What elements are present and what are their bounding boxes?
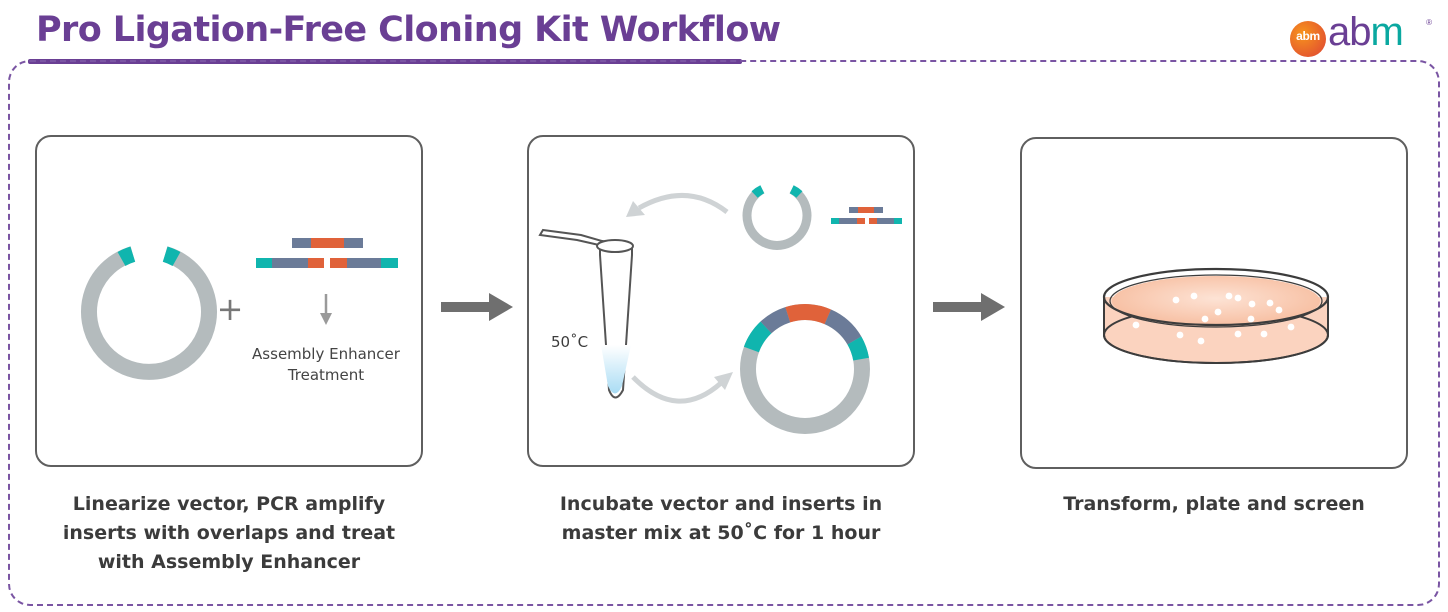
logo-badge-text: abm bbox=[1296, 29, 1320, 43]
enhancer-label-line-2: Treatment bbox=[287, 366, 364, 384]
abm-logo: abm abm ® bbox=[1290, 12, 1432, 58]
step-1-panel: + Assembly Enhancer Treatment bbox=[35, 135, 423, 467]
logo-badge-icon bbox=[1290, 21, 1326, 57]
logo-registered-mark: ® bbox=[1426, 18, 1432, 27]
curved-arrow-bottom-icon bbox=[631, 372, 733, 404]
step-2-caption: Incubate vector and inserts in master mi… bbox=[559, 493, 883, 544]
step-3-panel bbox=[1020, 137, 1408, 469]
bacterial-colonies-icon bbox=[1132, 292, 1295, 345]
page-title: Pro Ligation-Free Cloning Kit Workflow bbox=[36, 10, 781, 50]
linear-vector-icon bbox=[81, 246, 217, 380]
step-1-illustration: + Assembly Enhancer Treatment bbox=[81, 238, 401, 384]
step-3-illustration bbox=[1102, 267, 1330, 364]
workflow-frame bbox=[8, 60, 1440, 606]
small-insert-icon bbox=[831, 207, 902, 224]
plus-sign: + bbox=[217, 290, 244, 328]
petri-dish-icon bbox=[1102, 267, 1330, 364]
pcr-insert-icon bbox=[256, 238, 398, 268]
step-3-caption: Transform, plate and screen bbox=[1063, 493, 1365, 515]
step-2-panel: 50˚C bbox=[527, 135, 915, 467]
enhancer-label-line-1: Assembly Enhancer bbox=[252, 345, 401, 363]
flow-arrow-1-icon bbox=[441, 293, 513, 321]
curved-arrow-top-icon bbox=[626, 193, 729, 217]
logo-wordmark: abm bbox=[1328, 10, 1404, 54]
flow-arrow-2-icon bbox=[933, 293, 1005, 321]
recombinant-vector-icon bbox=[740, 304, 870, 434]
vector-overlap-right-icon bbox=[162, 246, 181, 267]
microtube-icon bbox=[538, 228, 634, 399]
small-open-vector-icon bbox=[742, 185, 812, 250]
step-1-caption: Linearize vector, PCR amplify inserts wi… bbox=[62, 493, 396, 573]
step-2-illustration: 50˚C bbox=[538, 185, 902, 434]
temperature-label: 50˚C bbox=[551, 333, 588, 351]
treatment-down-arrow-icon bbox=[320, 294, 332, 325]
vector-overlap-left-icon bbox=[117, 246, 136, 267]
